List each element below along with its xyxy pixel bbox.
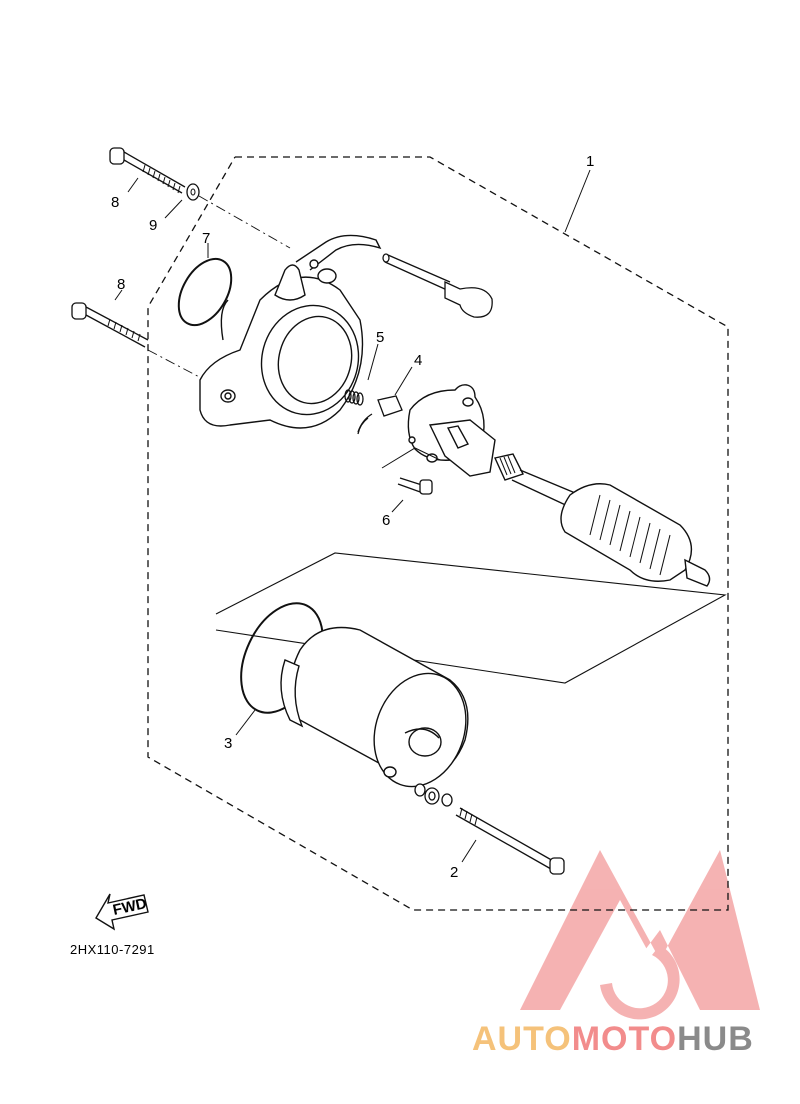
brush-holder-plate (407, 384, 496, 477)
o-ring-7 (177, 257, 233, 327)
callout-4: 4 (414, 352, 422, 369)
watermark-brand-part3: HUB (677, 1020, 754, 1058)
bolt-2 (455, 807, 565, 875)
watermark-brand-part1: AUTO (472, 1020, 572, 1058)
watermark-brand-part2: MOTO (571, 1020, 678, 1058)
callout-9: 9 (149, 217, 157, 234)
callout-2: 2 (450, 864, 458, 881)
callout-7: 7 (202, 230, 210, 247)
bolt-8-top (109, 147, 186, 194)
washer-set (414, 783, 453, 807)
armature-outline (215, 552, 727, 684)
yoke-motor-body (280, 626, 469, 788)
front-cover-housing (199, 234, 382, 429)
callout-3: 3 (224, 735, 232, 752)
brush-4 (357, 395, 403, 435)
callout-1: 1 (586, 153, 594, 170)
watermark-brand: AUTOMOTOHUB (472, 1020, 754, 1059)
callout-5: 5 (376, 329, 384, 346)
callout-8-middle: 8 (117, 276, 125, 293)
assembly-boundary (147, 156, 729, 911)
screw-6 (397, 477, 433, 495)
thru-pin (382, 253, 493, 318)
callout-8-top: 8 (111, 194, 119, 211)
spring-5 (344, 389, 364, 406)
leader-1 (564, 169, 591, 233)
reference-code: 2HX110-7291 (70, 942, 155, 957)
armature (494, 453, 711, 587)
fwd-label: FWD (111, 895, 148, 919)
callout-6: 6 (382, 512, 390, 529)
watermark-logo-icon (520, 850, 760, 1020)
washer-9 (186, 183, 200, 201)
fwd-arrow-icon: FWD (95, 893, 149, 931)
bolt-8-middle (71, 302, 149, 348)
